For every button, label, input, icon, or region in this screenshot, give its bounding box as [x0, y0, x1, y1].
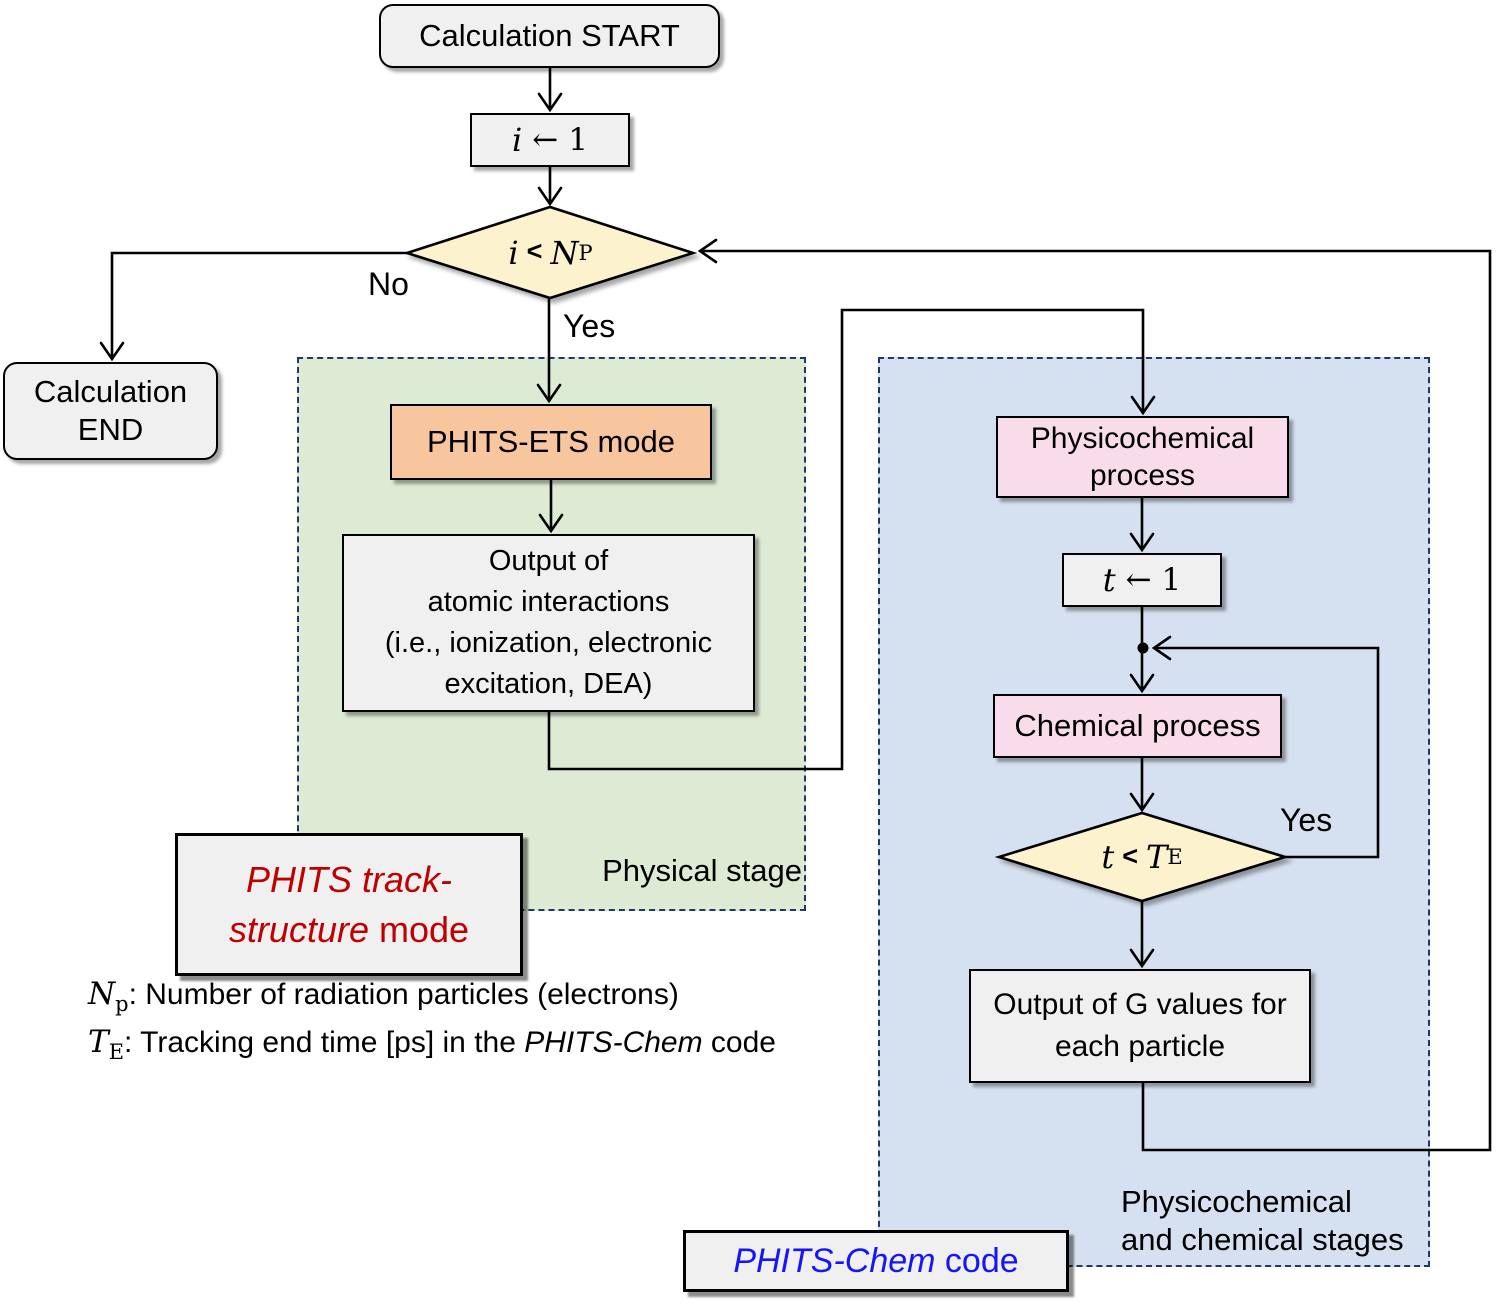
assign-arrow: ←	[1125, 562, 1152, 598]
decision-i-lt-np-diamond	[402, 205, 698, 300]
end-node: Calculation END	[3, 362, 218, 460]
phits-chem-code-label: PHITS-Chem code	[733, 1242, 1018, 1281]
phits-chem-italic: PHITS-Chem	[733, 1241, 936, 1280]
phits-track-structure-mode-box: PHITS track- structure mode	[175, 833, 523, 976]
init-i-value: 1	[568, 122, 588, 158]
end-label: Calculation END	[33, 374, 188, 447]
phits-chem-code-box: PHITS-Chem code	[683, 1230, 1069, 1292]
loop-bound-subscript: E	[1167, 845, 1183, 869]
legend-te-italic: PHITS-Chem	[524, 1026, 703, 1059]
edge-te-yes-loop	[1151, 635, 1380, 859]
chemical-process-node: Chemical process	[993, 694, 1282, 758]
atomic-output-node: Output of atomic interactions (i.e., ion…	[342, 534, 755, 712]
physicochemical-stage-caption: Physicochemical and chemical stages	[1121, 1184, 1404, 1257]
less-than-sign: <	[526, 236, 543, 266]
legend-te-symbol: T	[88, 1024, 109, 1060]
branch-label-yes-np: Yes	[563, 308, 616, 344]
phits-track-structure-mode-label: PHITS track- structure mode	[229, 855, 469, 955]
start-node: Calculation START	[379, 4, 720, 68]
init-t-symbol: t	[1102, 561, 1116, 599]
branch-label-yes-te: Yes	[1280, 802, 1333, 838]
legend-np-subscript: p	[115, 992, 129, 1016]
edge-atomic-output-to-physicochemical	[547, 308, 1156, 771]
legend-np-text: : Number of radiation particles (electro…	[128, 978, 679, 1011]
legend-np-symbol: N	[88, 976, 116, 1012]
g-values-output-node: Output of G values for each particle	[969, 969, 1311, 1083]
init-t-value: 1	[1161, 562, 1182, 598]
init-t-node: t←1	[1062, 553, 1222, 607]
physicochemical-process-label: Physicochemical process	[1030, 422, 1255, 492]
physicochemical-process-node: Physicochemical process	[996, 416, 1289, 498]
edge-g-output-to-np-decision	[697, 238, 1492, 1152]
init-i-symbol: i	[512, 121, 523, 159]
physical-stage-caption: Physical stage	[602, 853, 802, 888]
edge-no-to-end	[99, 251, 408, 362]
init-i-node: i←1	[470, 113, 630, 167]
chemical-process-label: Chemical process	[1014, 708, 1261, 743]
start-label: Calculation START	[419, 18, 680, 53]
atomic-output-label: Output of atomic interactions (i.e., ion…	[384, 545, 713, 700]
legend-te-subscript: E	[108, 1040, 125, 1064]
loop-bound: N	[550, 233, 579, 272]
loop-bound-subscript: P	[578, 240, 593, 265]
phits-chem-regular: code	[935, 1241, 1019, 1280]
legend-te-post: code	[702, 1026, 776, 1059]
loop-bound: T	[1145, 838, 1168, 876]
branch-label-no: No	[368, 266, 409, 302]
assign-arrow: ←	[532, 122, 559, 158]
junction-dot	[1137, 642, 1149, 654]
legend-te-pre: : Tracking end time [ps] in the	[124, 1026, 525, 1059]
less-than-sign: <	[1122, 840, 1138, 871]
phits-ets-mode-node: PHITS-ETS mode	[390, 404, 712, 480]
decision-t-lt-te-diamond	[994, 811, 1290, 903]
track-mode-line1: PHITS track-	[245, 858, 452, 900]
track-mode-line2-regular: mode	[368, 908, 470, 950]
g-values-output-label: Output of G values for each particle	[993, 988, 1287, 1063]
legend-te-line: TE: Tracking end time [ps] in the PHITS-…	[88, 1024, 776, 1064]
phits-ets-mode-label: PHITS-ETS mode	[426, 424, 676, 459]
legend-np-line: Np: Number of radiation particles (elect…	[88, 976, 679, 1016]
loop-variable: t	[1101, 838, 1115, 876]
track-mode-line2-italic: structure	[228, 908, 369, 950]
loop-variable: i	[508, 233, 519, 272]
